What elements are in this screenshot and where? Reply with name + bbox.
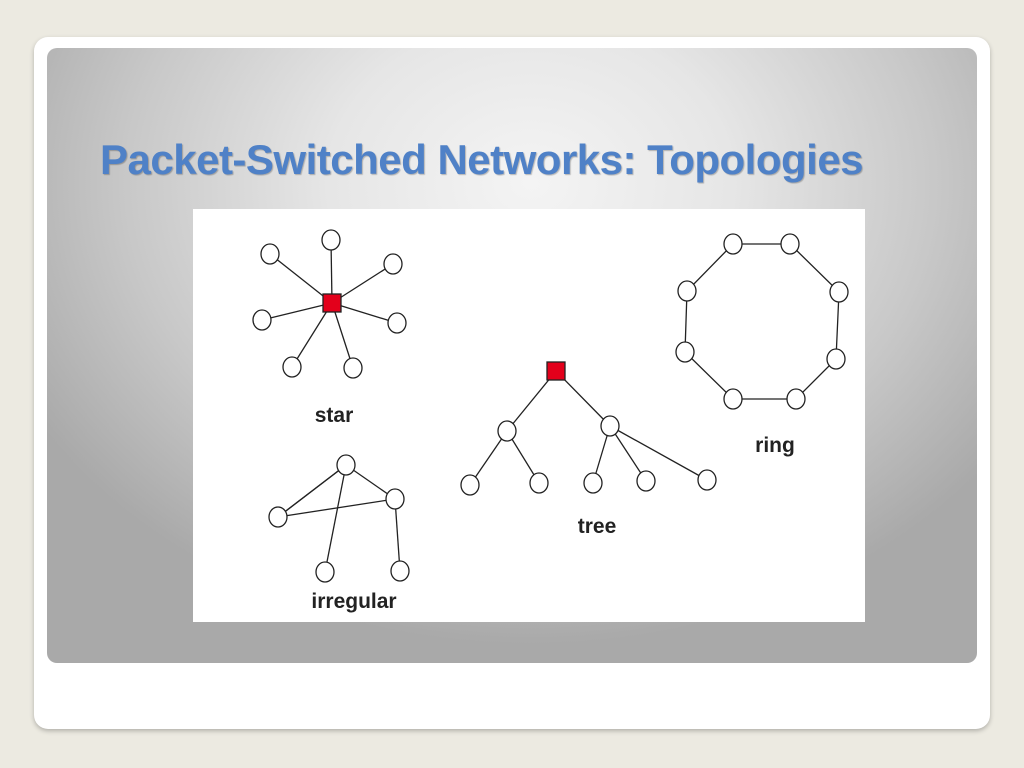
irregular-edge (324, 464, 347, 573)
slide-title: Packet-Switched Networks: Topologies (100, 136, 864, 183)
tree-edge (609, 425, 647, 482)
irregular-edge (277, 498, 396, 518)
ring-edges (684, 243, 840, 400)
star-hub (322, 293, 342, 313)
tree-node (529, 472, 549, 494)
star-node (343, 357, 363, 379)
irregular-node (390, 560, 410, 582)
star-topology: star (252, 229, 407, 427)
star-node (282, 356, 302, 378)
irregular-node (315, 561, 335, 583)
tree-node (636, 470, 656, 492)
ring-node (826, 348, 846, 370)
ring-node (829, 281, 849, 303)
star-edge (291, 302, 333, 368)
tree-edge (609, 425, 708, 481)
irregular-edge (277, 464, 347, 518)
irregular-label: irregular (311, 590, 396, 613)
ring-label: ring (755, 434, 795, 457)
topology-diagram-svg: star irregular (252, 229, 849, 613)
tree-node (497, 420, 517, 442)
topology-diagram: star irregular (193, 209, 865, 622)
tree-node (460, 474, 480, 496)
star-edge (331, 302, 398, 324)
ring-node (723, 388, 743, 410)
irregular-node (336, 454, 356, 476)
star-node (321, 229, 341, 251)
ring-node (786, 388, 806, 410)
tree-node (583, 472, 603, 494)
star-node (252, 309, 272, 331)
tree-label: tree (578, 515, 617, 538)
star-edge (331, 263, 394, 304)
ring-node (780, 233, 800, 255)
tree-topology: tree (460, 361, 717, 538)
irregular-topology: irregular (268, 454, 410, 613)
ring-topology: ring (675, 233, 849, 457)
tree-node (697, 469, 717, 491)
irregular-edge (394, 498, 401, 572)
star-node (387, 312, 407, 334)
tree-edge (506, 370, 557, 432)
irregular-node (268, 506, 288, 528)
star-node (383, 253, 403, 275)
irregular-node (385, 488, 405, 510)
ring-node (677, 280, 697, 302)
ring-node (723, 233, 743, 255)
star-edge (269, 253, 333, 304)
tree-root (546, 361, 566, 381)
star-edge (331, 302, 354, 369)
tree-node (600, 415, 620, 437)
tree-edge (469, 430, 508, 486)
ring-node (675, 341, 695, 363)
star-edge (261, 302, 333, 321)
star-label: star (315, 404, 354, 427)
star-node (260, 243, 280, 265)
